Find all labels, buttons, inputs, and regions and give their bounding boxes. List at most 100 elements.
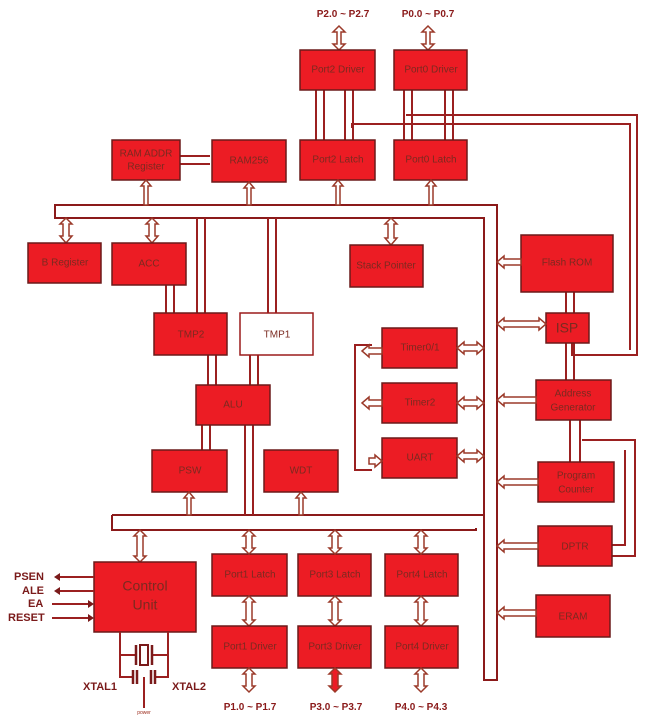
ramaddr-ram-wire xyxy=(180,155,210,165)
reset-arrow-icon xyxy=(88,614,94,622)
psw-label: PSW xyxy=(179,466,202,477)
port0-latch-bus-arrow xyxy=(424,178,438,206)
port1-pin-label: P1.0 ~ P1.7 xyxy=(224,702,277,713)
eram-block xyxy=(535,594,611,638)
bus-lines xyxy=(54,90,638,681)
acc-bus-arrow xyxy=(144,216,160,245)
stack-pointer-label: Stack Pointer xyxy=(356,261,416,272)
top-port-group: P2.0 ~ P2.7 P0.0 ~ P0.7 Port2 Driver Por… xyxy=(299,9,468,206)
timer01-bus-arrow xyxy=(455,340,486,356)
port4-driver-label: Port4 Driver xyxy=(395,642,449,653)
dptr-to-address-gen-wire xyxy=(582,439,636,557)
port3-pin-label: P3.0 ~ P3.7 xyxy=(310,702,363,713)
ea-arrow-icon xyxy=(88,600,94,608)
tmp2-block xyxy=(153,312,228,356)
dptr-to-address-gen-wire-inner xyxy=(610,450,626,546)
bottom-port-group: Port1 Latch Port3 Latch Port4 Latch Port… xyxy=(211,528,459,713)
timer2-bus-arrow xyxy=(455,395,486,411)
crystal-oscillator: XTAL1 XTAL2 power xyxy=(83,632,206,716)
peripheral-group: Timer0/1 Timer2 UART xyxy=(360,327,486,479)
timer01-block xyxy=(381,327,458,369)
ram-addr-label-1: RAM ADDR xyxy=(120,149,173,160)
acc-label: ACC xyxy=(138,259,159,270)
port3-bus-arrow xyxy=(327,528,343,556)
dptr-label: DPTR xyxy=(561,542,588,553)
ground-label: power xyxy=(137,710,151,716)
crystal-wire xyxy=(119,632,169,708)
port3-driver-block xyxy=(297,625,372,669)
dptr-block xyxy=(537,525,613,567)
bus-tmp1-wire xyxy=(267,218,277,313)
b-register-label: B Register xyxy=(42,258,89,269)
ram-addr-register-block xyxy=(111,139,181,181)
alu-psw-wire xyxy=(201,425,211,450)
tmp2-alu-wire xyxy=(207,355,217,385)
ale-arrow-icon xyxy=(54,587,60,595)
uart-bus-arrow xyxy=(455,448,486,464)
timer01-ext-arrow xyxy=(360,343,383,359)
port4-latch-label: Port4 Latch xyxy=(396,570,447,581)
tmp1-block xyxy=(239,312,314,356)
port2-latch-driver-wire xyxy=(315,90,325,140)
b-register-block xyxy=(27,242,102,284)
port-cross-wire xyxy=(344,90,454,140)
flash-rom-bus-arrow xyxy=(495,254,522,270)
wdt-bus-arrow xyxy=(294,490,308,516)
port0-driver-block xyxy=(393,49,468,91)
port1-pin-arrow xyxy=(241,666,257,694)
psen-signal-label: PSEN xyxy=(14,571,44,583)
port3-latch-driver-arrow xyxy=(327,594,343,628)
ram-addr-label-2: Register xyxy=(127,162,165,173)
xtal2-label: XTAL2 xyxy=(172,681,206,693)
capacitor-icon xyxy=(131,645,157,684)
port4-latch-driver-arrow xyxy=(413,594,429,628)
alu-block xyxy=(195,384,271,426)
port2-pin-label: P2.0 ~ P2.7 xyxy=(317,9,370,20)
alu-group: TMP2 TMP1 ALU PSW WDT xyxy=(151,312,339,516)
flash-isp-wire xyxy=(565,292,575,313)
program-memory-group: Flash ROM ISP Address Generator Program … xyxy=(495,234,615,638)
port1-latch-driver-arrow xyxy=(241,594,257,628)
port0-latch-block xyxy=(393,139,468,181)
ram-addr-bus-arrow xyxy=(139,178,153,206)
uart-block xyxy=(381,437,458,479)
eram-label: ERAM xyxy=(559,612,588,623)
register-group: B Register ACC Stack Pointer xyxy=(27,216,424,288)
reset-signal-label: RESET xyxy=(8,612,45,624)
ram-group: RAM ADDR Register RAM256 xyxy=(111,139,287,206)
crystal-icon xyxy=(139,644,149,666)
wdt-label: WDT xyxy=(290,466,313,477)
alu-bus-wire xyxy=(244,425,254,515)
port3-latch-label: Port3 Latch xyxy=(309,570,360,581)
port0-pin-label: P0.0 ~ P0.7 xyxy=(402,9,455,20)
isp-label: ISP xyxy=(556,320,579,336)
uart-label: UART xyxy=(406,453,433,464)
acc-block xyxy=(111,242,187,286)
isp-block xyxy=(545,312,590,344)
psen-arrow-icon xyxy=(54,573,60,581)
tmp2-label: TMP2 xyxy=(178,330,205,341)
program-counter-block xyxy=(537,461,615,503)
ram256-bus-arrow xyxy=(242,180,256,206)
timer2-label: Timer2 xyxy=(405,398,436,409)
psw-bus-arrow xyxy=(182,490,196,516)
port2-pin-arrow xyxy=(331,24,347,52)
flash-rom-label: Flash ROM xyxy=(542,258,593,269)
flash-rom-block xyxy=(520,234,614,293)
control-unit-bus-arrow xyxy=(132,528,148,564)
port1-driver-label: Port1 Driver xyxy=(223,642,277,653)
port1-bus-arrow xyxy=(241,528,257,556)
control-unit-label-1: Control xyxy=(122,578,167,594)
port3-driver-label: Port3 Driver xyxy=(308,642,362,653)
port0-pin-arrow xyxy=(420,24,436,52)
port2-driver-label: Port2 Driver xyxy=(311,65,365,76)
b-register-bus-arrow xyxy=(58,216,74,245)
ram256-label: RAM256 xyxy=(230,156,269,167)
port-driver-to-isp-wire-outer xyxy=(406,114,638,356)
xtal1-label: XTAL1 xyxy=(83,681,117,693)
address-generator-label-1: Address xyxy=(555,389,592,400)
internal-bus-top xyxy=(54,204,498,681)
program-counter-label-1: Program xyxy=(557,471,595,482)
port0-latch-label: Port0 Latch xyxy=(405,155,456,166)
port1-latch-label: Port1 Latch xyxy=(224,570,275,581)
